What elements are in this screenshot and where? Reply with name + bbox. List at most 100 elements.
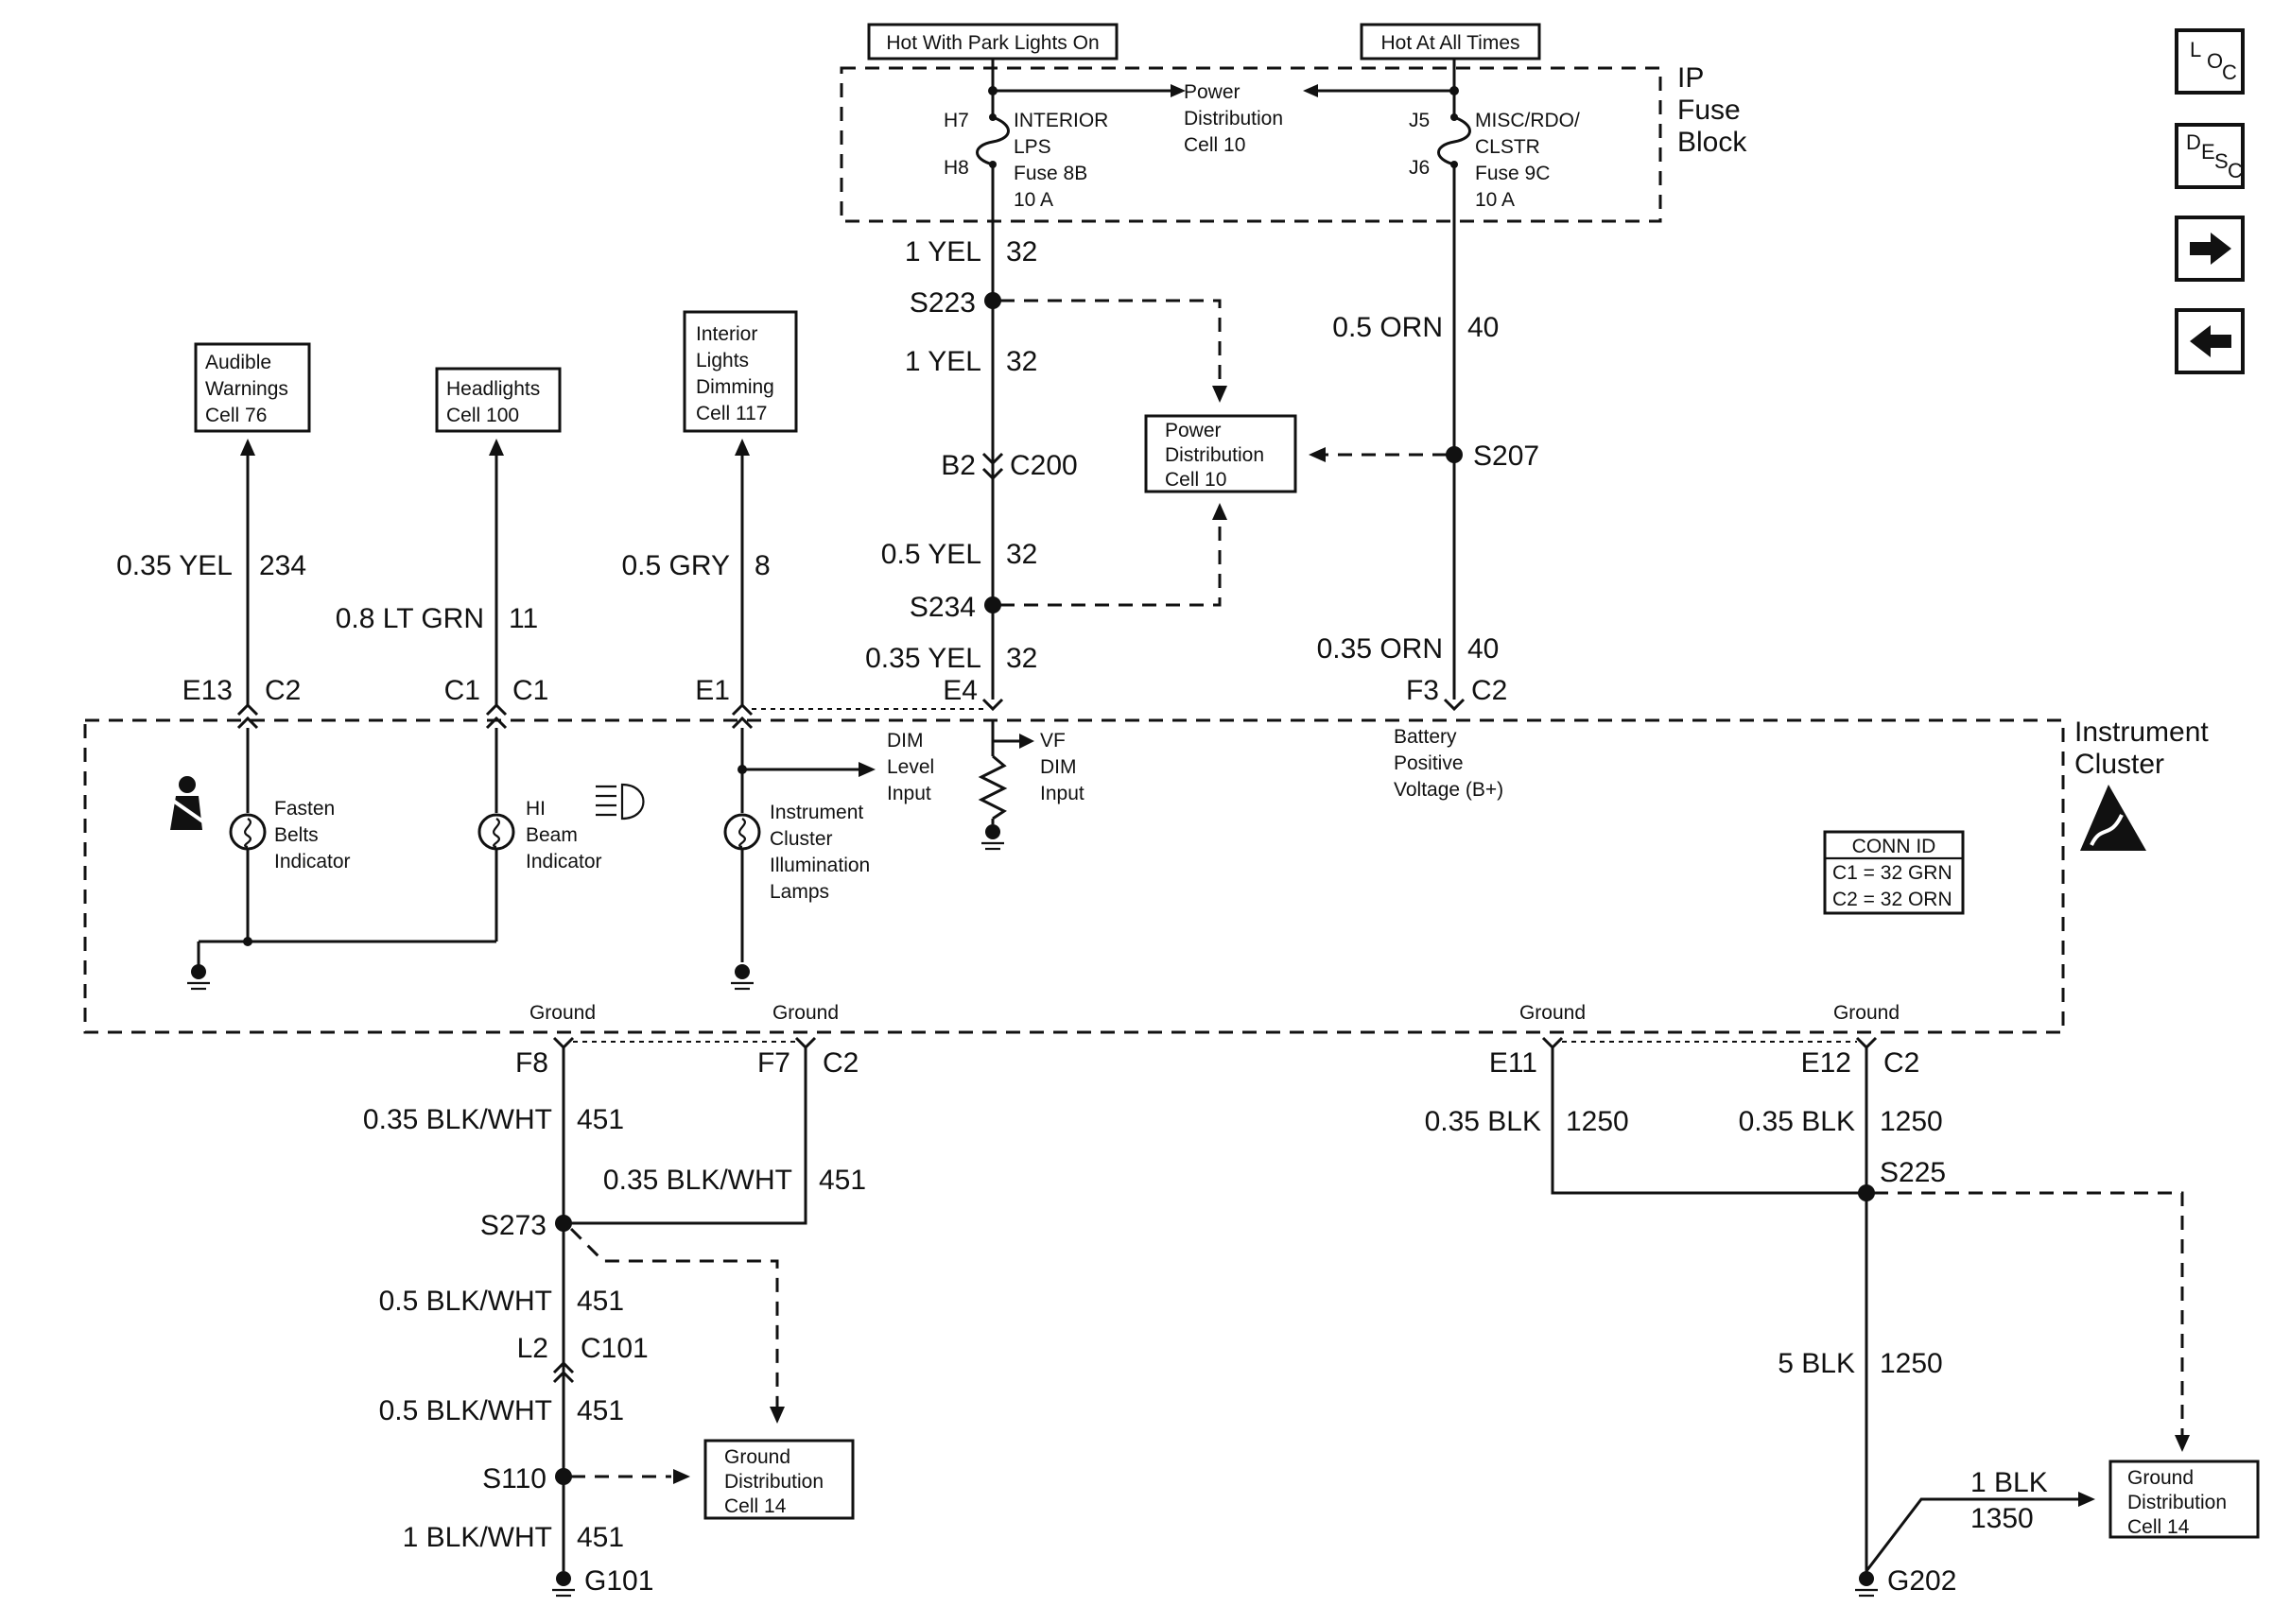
svg-text:C2: C2 [265, 675, 301, 706]
svg-text:Ground: Ground [529, 1002, 596, 1024]
svg-text:1 YEL: 1 YEL [905, 236, 981, 268]
back-button[interactable] [2175, 308, 2245, 374]
svg-text:5 BLK: 5 BLK [1778, 1348, 1855, 1379]
svg-text:451: 451 [577, 1286, 624, 1317]
forward-button[interactable] [2175, 216, 2245, 282]
splice-s225 [1858, 1184, 1875, 1201]
svg-text:F3: F3 [1406, 675, 1439, 706]
vf-dim-input: VF DIM Input [978, 720, 1084, 851]
svg-text:F8: F8 [515, 1047, 548, 1079]
svg-text:Ground: Ground [772, 1002, 839, 1024]
instrument-cluster-outline [83, 718, 2065, 1034]
svg-text:1 BLK: 1 BLK [1970, 1467, 2048, 1498]
svg-text:Audible Warnings C: Audible Warnings Cell 76 [205, 352, 294, 426]
svg-text:451: 451 [577, 1395, 624, 1426]
svg-text:Ground: Ground [1833, 1002, 1900, 1024]
wire-40-segment-1: 0.5 ORN 40 [1332, 312, 1499, 343]
box-ground-distribution-right: Ground Distribution Cell 14 [2108, 1460, 2260, 1539]
svg-text:B2: B2 [941, 450, 976, 481]
svg-text:C1: C1 [444, 675, 480, 706]
svg-text:32: 32 [1006, 539, 1037, 570]
cluster-bottom-pins [552, 1036, 1878, 1050]
hi-beam-indicator: HI Beam Indicator [477, 728, 602, 942]
cluster-top-pins [236, 698, 1466, 730]
wire-32-segment-1: 1 YEL 32 [905, 236, 1038, 268]
svg-text:451: 451 [577, 1104, 624, 1135]
fasten-belts-indicator: Fasten Belts Indicator [199, 728, 496, 946]
svg-text:CONN ID: CONN ID [1852, 836, 1936, 857]
loc-button[interactable]: L O C [2175, 28, 2245, 95]
box-power-distribution: Power Distribution Cell 10 [1144, 414, 1297, 493]
svg-text:32: 32 [1006, 236, 1037, 268]
svg-text:G101: G101 [584, 1565, 653, 1597]
svg-text:0.35 ORN: 0.35 ORN [1317, 633, 1443, 665]
svg-text:E13: E13 [182, 675, 233, 706]
wire-32-segment-3: 0.5 YEL 32 [881, 539, 1038, 570]
svg-text:C2 = 32 ORN: C2 = 32 ORN [1832, 889, 1952, 910]
svg-text:E11: E11 [1489, 1047, 1537, 1079]
svg-text:VF DIM Input: VF DIM Input [1040, 730, 1084, 804]
svg-text:0.35 YEL: 0.35 YEL [865, 643, 981, 674]
connector-c101: L2 C101 [517, 1333, 649, 1384]
loc-letter-c: C [2222, 60, 2237, 84]
box-ground-distribution-left: Ground Distribution Cell 14 [703, 1439, 855, 1520]
ground-g202: G202 [1855, 1565, 1956, 1598]
svg-text:1350: 1350 [1970, 1503, 2034, 1534]
desc-letter-s: S [2214, 149, 2229, 173]
ground-symbol-left [187, 942, 210, 991]
arrow-right-icon [2190, 233, 2231, 265]
battery-positive-voltage: Battery Positive Voltage (B+) [1394, 726, 1503, 801]
source-hot-park: Hot With Park Lights On [867, 23, 1119, 60]
svg-text:HI Beam Indicator: HI Beam Indicator [526, 798, 602, 872]
svg-text:Power Distribution: Power Distribution Cell 10 [1165, 420, 1270, 491]
svg-text:E4: E4 [943, 675, 978, 706]
svg-text:0.5 BLK/WHT: 0.5 BLK/WHT [379, 1286, 552, 1317]
svg-text:J6: J6 [1409, 157, 1430, 179]
fuse-block-label: IP Fuse Block [1677, 62, 1748, 158]
svg-text:Ground Distribution: Ground Distribution Cell 14 [724, 1446, 829, 1517]
splice-s110 [555, 1468, 572, 1485]
svg-text:F7: F7 [757, 1047, 790, 1079]
splice-s223 [984, 292, 1001, 309]
box-headlights: Headlights Cell 100 [435, 367, 562, 433]
wire-32-segment-2: 1 YEL 32 [905, 346, 1038, 377]
svg-text:234: 234 [259, 550, 306, 581]
svg-text:Interior Lights Di: Interior Lights Dimming Cell 117 [696, 323, 780, 424]
svg-text:S207: S207 [1473, 441, 1539, 472]
svg-text:E12: E12 [1801, 1047, 1851, 1079]
svg-text:S273: S273 [480, 1210, 547, 1241]
svg-text:0.8 LT GRN: 0.8 LT GRN [336, 603, 484, 634]
desc-letter-d: D [2186, 130, 2201, 154]
svg-text:S234: S234 [910, 592, 976, 623]
wire-32-segment-4: 0.35 YEL 32 [865, 643, 1037, 674]
svg-text:C2: C2 [1883, 1047, 1919, 1079]
svg-text:0.35 BLK: 0.35 BLK [1425, 1106, 1541, 1137]
box-audible-warnings: Audible Warnings Cell 76 [194, 342, 311, 433]
seatbelt-icon [165, 776, 206, 830]
svg-text:40: 40 [1467, 312, 1499, 343]
svg-text:11: 11 [509, 603, 538, 634]
svg-text:E1: E1 [695, 675, 730, 706]
svg-text:H8: H8 [944, 157, 969, 179]
svg-text:INTERIOR LPS Fuse: INTERIOR LPS Fuse 8B 10 A [1014, 110, 1114, 211]
loc-letter-l: L [2190, 38, 2202, 61]
svg-text:0.35 BLK: 0.35 BLK [1739, 1106, 1855, 1137]
conn-id-box: CONN ID C1 = 32 GRN C2 = 32 ORN [1823, 830, 1965, 915]
splice-s234 [984, 596, 1001, 613]
esd-warning-icon [2080, 785, 2146, 851]
svg-text:0.5 ORN: 0.5 ORN [1332, 312, 1443, 343]
svg-text:J5: J5 [1409, 110, 1430, 131]
svg-text:S225: S225 [1880, 1157, 1946, 1188]
svg-text:C2: C2 [1471, 675, 1507, 706]
svg-text:1 BLK/WHT: 1 BLK/WHT [403, 1522, 552, 1553]
svg-text:Hot With Park Lights On: Hot With Park Lights On [886, 32, 1099, 54]
high-beam-icon [596, 783, 645, 821]
svg-text:Headlights Cell 100: Headlights Cell 100 [446, 378, 546, 426]
desc-letter-c: C [2228, 159, 2243, 182]
illumination-lamps: Instrument Cluster Illumination Lamps [723, 728, 876, 991]
svg-text:C200: C200 [1010, 450, 1078, 481]
svg-text:Fasten Belts Indic: Fasten Belts Indicator [274, 798, 351, 872]
fuse-block-power-dist: Power Distribution Cell 10 [1184, 81, 1289, 156]
desc-button[interactable]: D E S C [2175, 123, 2245, 189]
svg-text:G202: G202 [1887, 1565, 1956, 1597]
